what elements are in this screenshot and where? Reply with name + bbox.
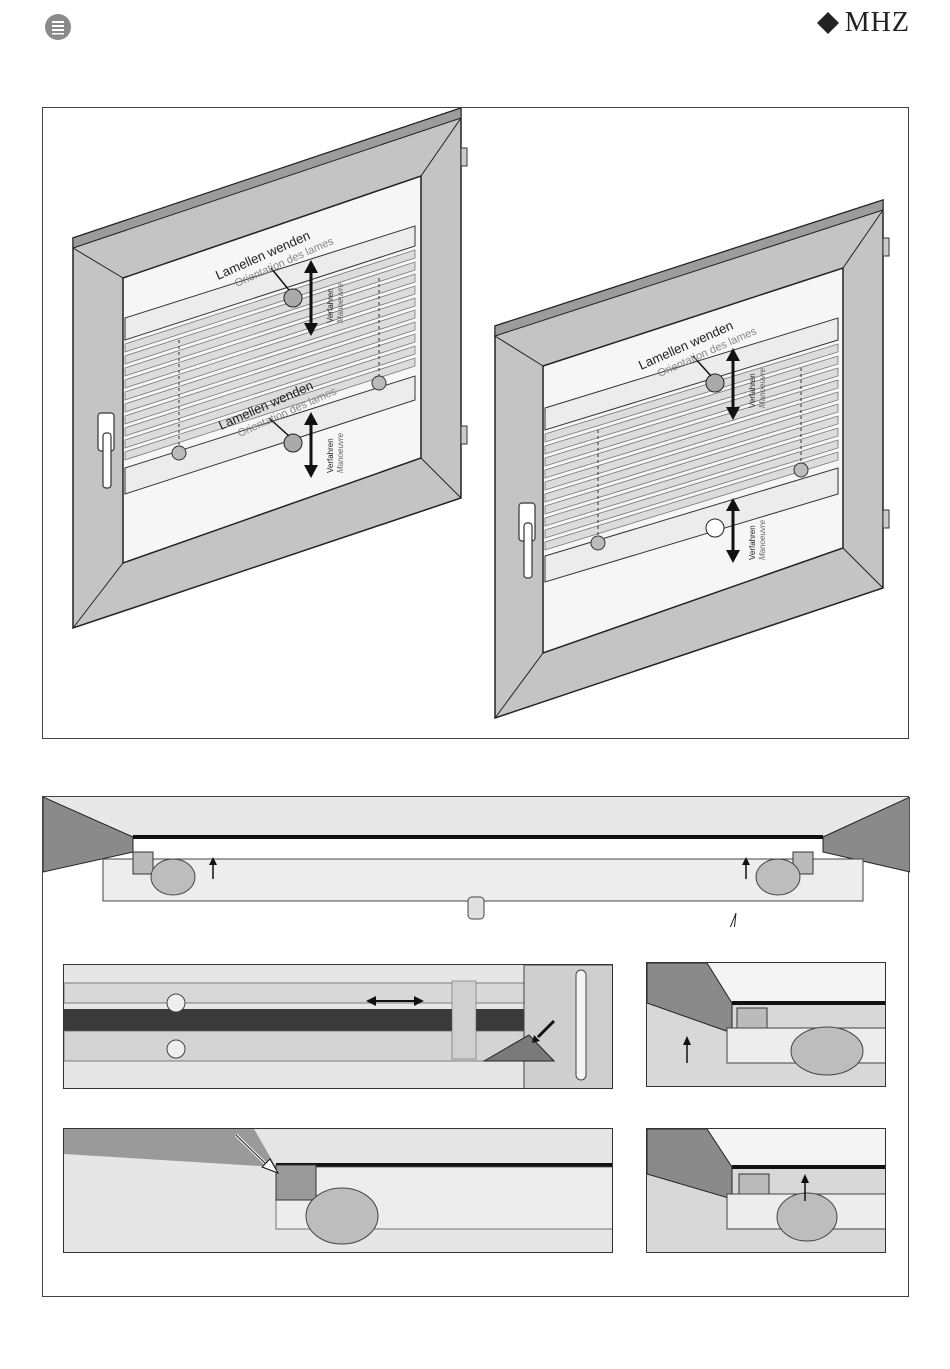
brand-name: MHZ bbox=[845, 7, 910, 39]
detail-panel-corner-small bbox=[646, 1128, 886, 1253]
page-icon bbox=[45, 14, 71, 40]
menu-lines-icon bbox=[45, 14, 71, 40]
left-window: Lamellen wenden Orientation des lames La… bbox=[73, 108, 467, 628]
detail-panel-rail-slide bbox=[63, 964, 613, 1089]
left-move-mid-fr: Manoeuvre bbox=[336, 432, 345, 473]
right-move-bottom-fr: Manoeuvre bbox=[758, 519, 767, 560]
right-move-top-fr: Manoeuvre bbox=[758, 367, 767, 408]
brand-logo: MHZ bbox=[817, 8, 910, 38]
left-move-top-fr: Manoeuvre bbox=[336, 282, 345, 323]
clip-insert-illustration bbox=[64, 1129, 613, 1253]
diamond-icon bbox=[817, 12, 839, 34]
detail-panel-corner-right bbox=[646, 962, 886, 1087]
detail-panel-clip-insert bbox=[63, 1128, 613, 1253]
headrail-overview bbox=[43, 797, 910, 927]
windows-illustration: Lamellen wenden Orientation des lames La… bbox=[43, 108, 910, 740]
corner-right-illustration bbox=[647, 963, 886, 1087]
figure-windows: Lamellen wenden Orientation des lames La… bbox=[42, 107, 909, 739]
left-move-top-de: Verfahren bbox=[326, 288, 335, 323]
right-move-top-de: Verfahren bbox=[748, 373, 757, 408]
left-move-mid-de: Verfahren bbox=[326, 438, 335, 473]
figure-mounting-details bbox=[42, 796, 909, 1297]
corner-small-illustration bbox=[647, 1129, 886, 1253]
rail-slide-illustration bbox=[64, 965, 613, 1089]
right-window: Lamellen wenden Orientation des lames Ve… bbox=[495, 200, 889, 718]
right-move-bottom-de: Verfahren bbox=[748, 525, 757, 560]
